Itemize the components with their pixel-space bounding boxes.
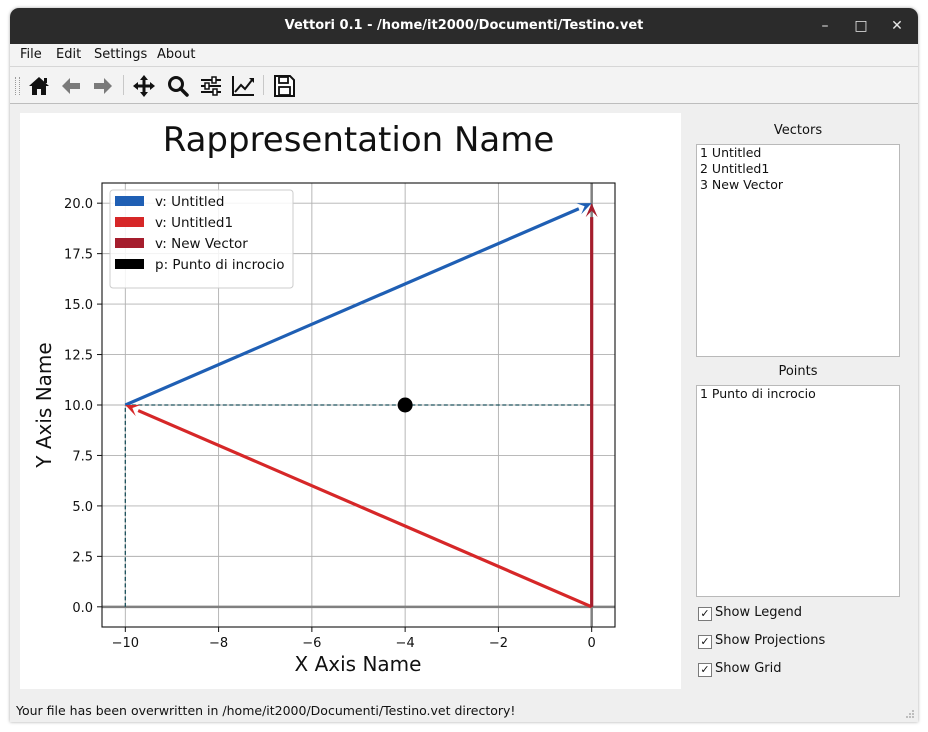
save-button[interactable] <box>271 73 297 99</box>
y-tick-label: 7.5 <box>72 449 93 464</box>
resize-grip-icon[interactable] <box>905 709 915 719</box>
home-icon <box>29 77 49 95</box>
legend-entry-label: v: Untitled1 <box>155 215 233 231</box>
vector-line <box>124 207 580 407</box>
checkbox-box[interactable]: ✓ <box>698 663 712 677</box>
y-tick-label: 0.0 <box>72 601 93 616</box>
title-bar[interactable]: Vettori 0.1 - /home/it2000/Documenti/Tes… <box>10 8 918 44</box>
vector-arrowhead <box>125 405 141 417</box>
points-list[interactable]: 1 Punto di incrocio <box>696 385 900 597</box>
vector-list-item[interactable]: 3 New Vector <box>700 177 783 192</box>
vector-arrowhead <box>576 203 592 215</box>
vector-line <box>137 409 593 609</box>
vector-list-item[interactable]: 2 Untitled1 <box>700 161 770 176</box>
zoom-icon <box>168 76 189 97</box>
legend-entry-label: v: New Vector <box>155 236 248 252</box>
close-button[interactable]: ✕ <box>891 18 903 34</box>
y-tick-label: 15.0 <box>64 298 93 313</box>
x-tick-label: −10 <box>112 636 139 651</box>
back-button[interactable] <box>58 73 84 99</box>
menu-settings[interactable]: Settings <box>94 47 148 62</box>
vector-list-item[interactable]: 1 Untitled <box>700 145 762 160</box>
legend-swatch <box>115 196 144 206</box>
points-label: Points <box>778 364 818 379</box>
legend-entry-label: p: Punto di incrocio <box>155 257 285 273</box>
edit-axis-icon <box>232 76 254 96</box>
maximize-button[interactable]: □ <box>854 18 868 34</box>
configure-subplots-icon <box>201 76 221 96</box>
legend-swatch <box>115 259 144 269</box>
menu-edit[interactable]: Edit <box>56 47 82 62</box>
chart-title: Rappresentation Name <box>163 120 555 160</box>
x-axis-label: X Axis Name <box>295 652 422 676</box>
app-window: Vettori 0.1 - /home/it2000/Documenti/Tes… <box>10 8 918 722</box>
minimize-button[interactable]: – <box>821 18 829 34</box>
vector-arrowhead <box>585 203 598 218</box>
legend-box <box>109 189 294 289</box>
menu-about[interactable]: About <box>157 47 196 62</box>
save-icon <box>274 75 295 97</box>
show-legend-label: Show Legend <box>715 605 802 620</box>
y-tick-label: 12.5 <box>64 349 93 364</box>
y-tick-label: 10.0 <box>64 399 93 414</box>
pan-button[interactable] <box>131 73 157 99</box>
zoom-button[interactable] <box>165 73 191 99</box>
point-list-item[interactable]: 1 Punto di incrocio <box>700 386 816 401</box>
legend-swatch <box>115 217 144 227</box>
status-message: Your file has been overwritten in /home/… <box>16 703 516 718</box>
menu-bar: File Edit Settings About <box>10 44 918 67</box>
show-projections-label: Show Projections <box>715 633 826 648</box>
toolbar-grip[interactable] <box>15 77 20 95</box>
forward-arrow-icon <box>94 78 112 94</box>
show-grid-label: Show Grid <box>715 661 782 676</box>
status-bar: Your file has been overwritten in /home/… <box>10 700 918 722</box>
y-tick-label: 17.5 <box>64 248 93 263</box>
y-tick-label: 5.0 <box>72 500 93 515</box>
back-arrow-icon <box>62 78 80 94</box>
y-axis-label: Y Axis Name <box>32 342 56 468</box>
home-button[interactable] <box>26 73 52 99</box>
x-tick-label: −6 <box>302 636 321 651</box>
x-tick-label: 0 <box>588 636 596 651</box>
toolbar-separator <box>263 75 264 95</box>
intersection-point <box>397 397 413 413</box>
vector-chart[interactable]: Rappresentation Name −10 −8 −6 −4 −2 0 0.0 2.5 5.… <box>20 113 681 689</box>
checkbox-box[interactable]: ✓ <box>698 607 712 621</box>
forward-button[interactable] <box>90 73 116 99</box>
x-tick-label: −4 <box>396 636 415 651</box>
legend-entry-label: v: Untitled <box>155 194 225 210</box>
y-tick-label: 20.0 <box>64 197 93 212</box>
x-tick-label: −8 <box>209 636 228 651</box>
menu-file[interactable]: File <box>20 47 42 62</box>
checkbox-box[interactable]: ✓ <box>698 635 712 649</box>
legend-swatch <box>115 238 144 248</box>
x-tick-label: −2 <box>489 636 508 651</box>
y-tick-label: 2.5 <box>72 550 93 565</box>
toolbar-separator <box>123 75 124 95</box>
configure-subplots-button[interactable] <box>198 73 224 99</box>
pan-icon <box>133 75 155 97</box>
plot-canvas[interactable]: Rappresentation Name −10 −8 −6 −4 −2 0 0.0 2.5 5.… <box>20 113 681 689</box>
edit-axis-button[interactable] <box>230 73 256 99</box>
window-title: Vettori 0.1 - /home/it2000/Documenti/Tes… <box>284 18 644 33</box>
vectors-label: Vectors <box>773 123 823 138</box>
toolbar <box>10 67 918 104</box>
